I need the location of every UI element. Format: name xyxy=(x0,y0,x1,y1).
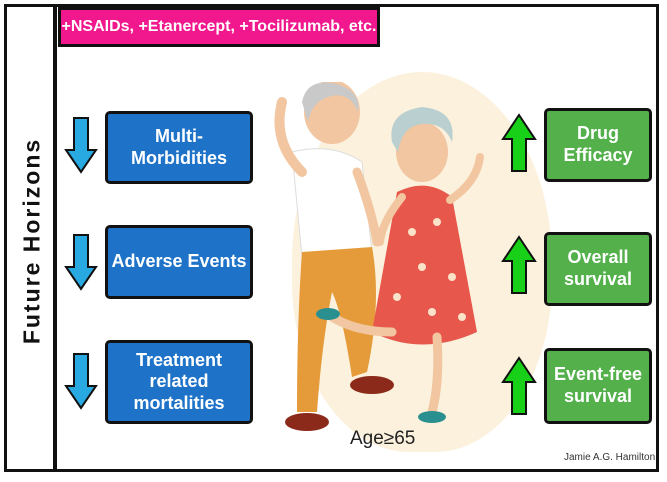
down-arrow-icon xyxy=(64,353,98,410)
dancing-elderly-couple-icon xyxy=(274,82,484,431)
side-title: Future Horizons xyxy=(18,137,45,345)
up-arrow-icon xyxy=(501,235,537,294)
down-arrow-icon xyxy=(64,117,98,174)
up-arrow-icon xyxy=(501,356,537,415)
down-arrow-icon xyxy=(64,234,98,291)
age-label: Age≥65 xyxy=(350,428,416,449)
side-panel: Future Horizons xyxy=(7,7,57,469)
treatment-banner: +NSAIDs, +Etanercept, +Tocilizumab, etc. xyxy=(58,7,380,47)
multi-morbidities-box: Multi-Morbidities xyxy=(105,111,253,184)
adverse-events-box: Adverse Events xyxy=(105,225,253,299)
credit-label: Jamie A.G. Hamilton xyxy=(564,452,656,463)
up-arrow-icon xyxy=(501,113,537,172)
